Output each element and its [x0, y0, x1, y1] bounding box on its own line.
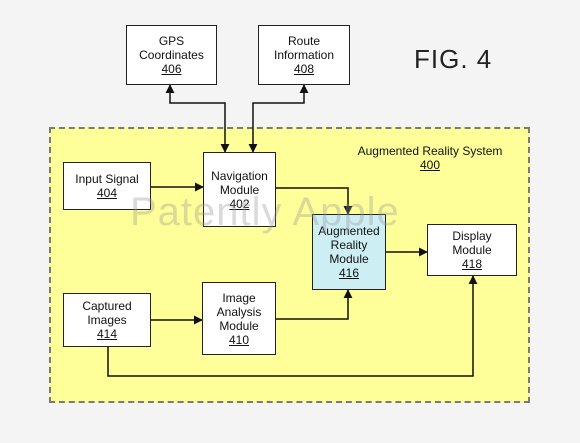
augmented-reality-module-box: Augmented Reality Module 416: [312, 214, 386, 290]
navigation-label-2: Module: [219, 182, 260, 197]
analysis-label-1: Image: [222, 290, 256, 305]
display-ref: 418: [461, 257, 483, 271]
system-ref: 400: [419, 158, 441, 172]
ar-label-2: Reality: [330, 238, 368, 252]
gps-label-1: GPS: [158, 34, 185, 48]
captured-ref: 414: [96, 327, 118, 341]
gps-label-2: Coordinates: [139, 48, 204, 62]
input-ref: 404: [96, 186, 118, 200]
route-label-1: Route: [287, 34, 321, 48]
captured-images-box: Captured Images 414: [63, 293, 151, 347]
gps-coordinates-box: GPS Coordinates 406: [126, 25, 217, 85]
navigation-label-1: Navigation: [211, 168, 268, 183]
gps-ref: 406: [161, 62, 182, 76]
wire-analysis-ar: [276, 289, 353, 320]
wire-gps-navigation: [165, 84, 230, 153]
figure-label: FIG. 4: [414, 44, 493, 74]
system-title: Augmented Reality System: [357, 144, 503, 158]
image-analysis-module-box: Image Analysis Module 410: [202, 282, 276, 355]
route-label-2: Information: [273, 48, 335, 62]
navigation-module-box: Navigation Module 402: [203, 152, 276, 227]
wire-captured-display: [107, 275, 478, 377]
analysis-label-2: Analysis: [216, 304, 262, 319]
navigation-ref: 402: [229, 196, 250, 211]
wire-navigation-ar: [276, 187, 353, 215]
display-module-box: Display Module 418: [427, 224, 517, 276]
ar-ref: 416: [338, 266, 360, 280]
wire-route-navigation: [248, 84, 309, 153]
display-label-1: Display: [452, 229, 492, 243]
analysis-label-3: Module: [219, 318, 259, 333]
ar-label-1: Augmented: [318, 224, 380, 238]
display-label-2: Module: [452, 243, 492, 257]
input-label: Input Signal: [75, 172, 139, 186]
captured-label-1: Captured: [82, 299, 132, 313]
route-information-box: Route Information 408: [258, 25, 350, 85]
analysis-ref: 410: [228, 332, 250, 347]
system-label: Augmented Reality System 400: [355, 144, 505, 172]
route-ref: 408: [293, 62, 315, 76]
captured-label-2: Images: [87, 313, 127, 327]
ar-label-3: Module: [329, 252, 369, 266]
input-signal-box: Input Signal 404: [63, 162, 151, 210]
